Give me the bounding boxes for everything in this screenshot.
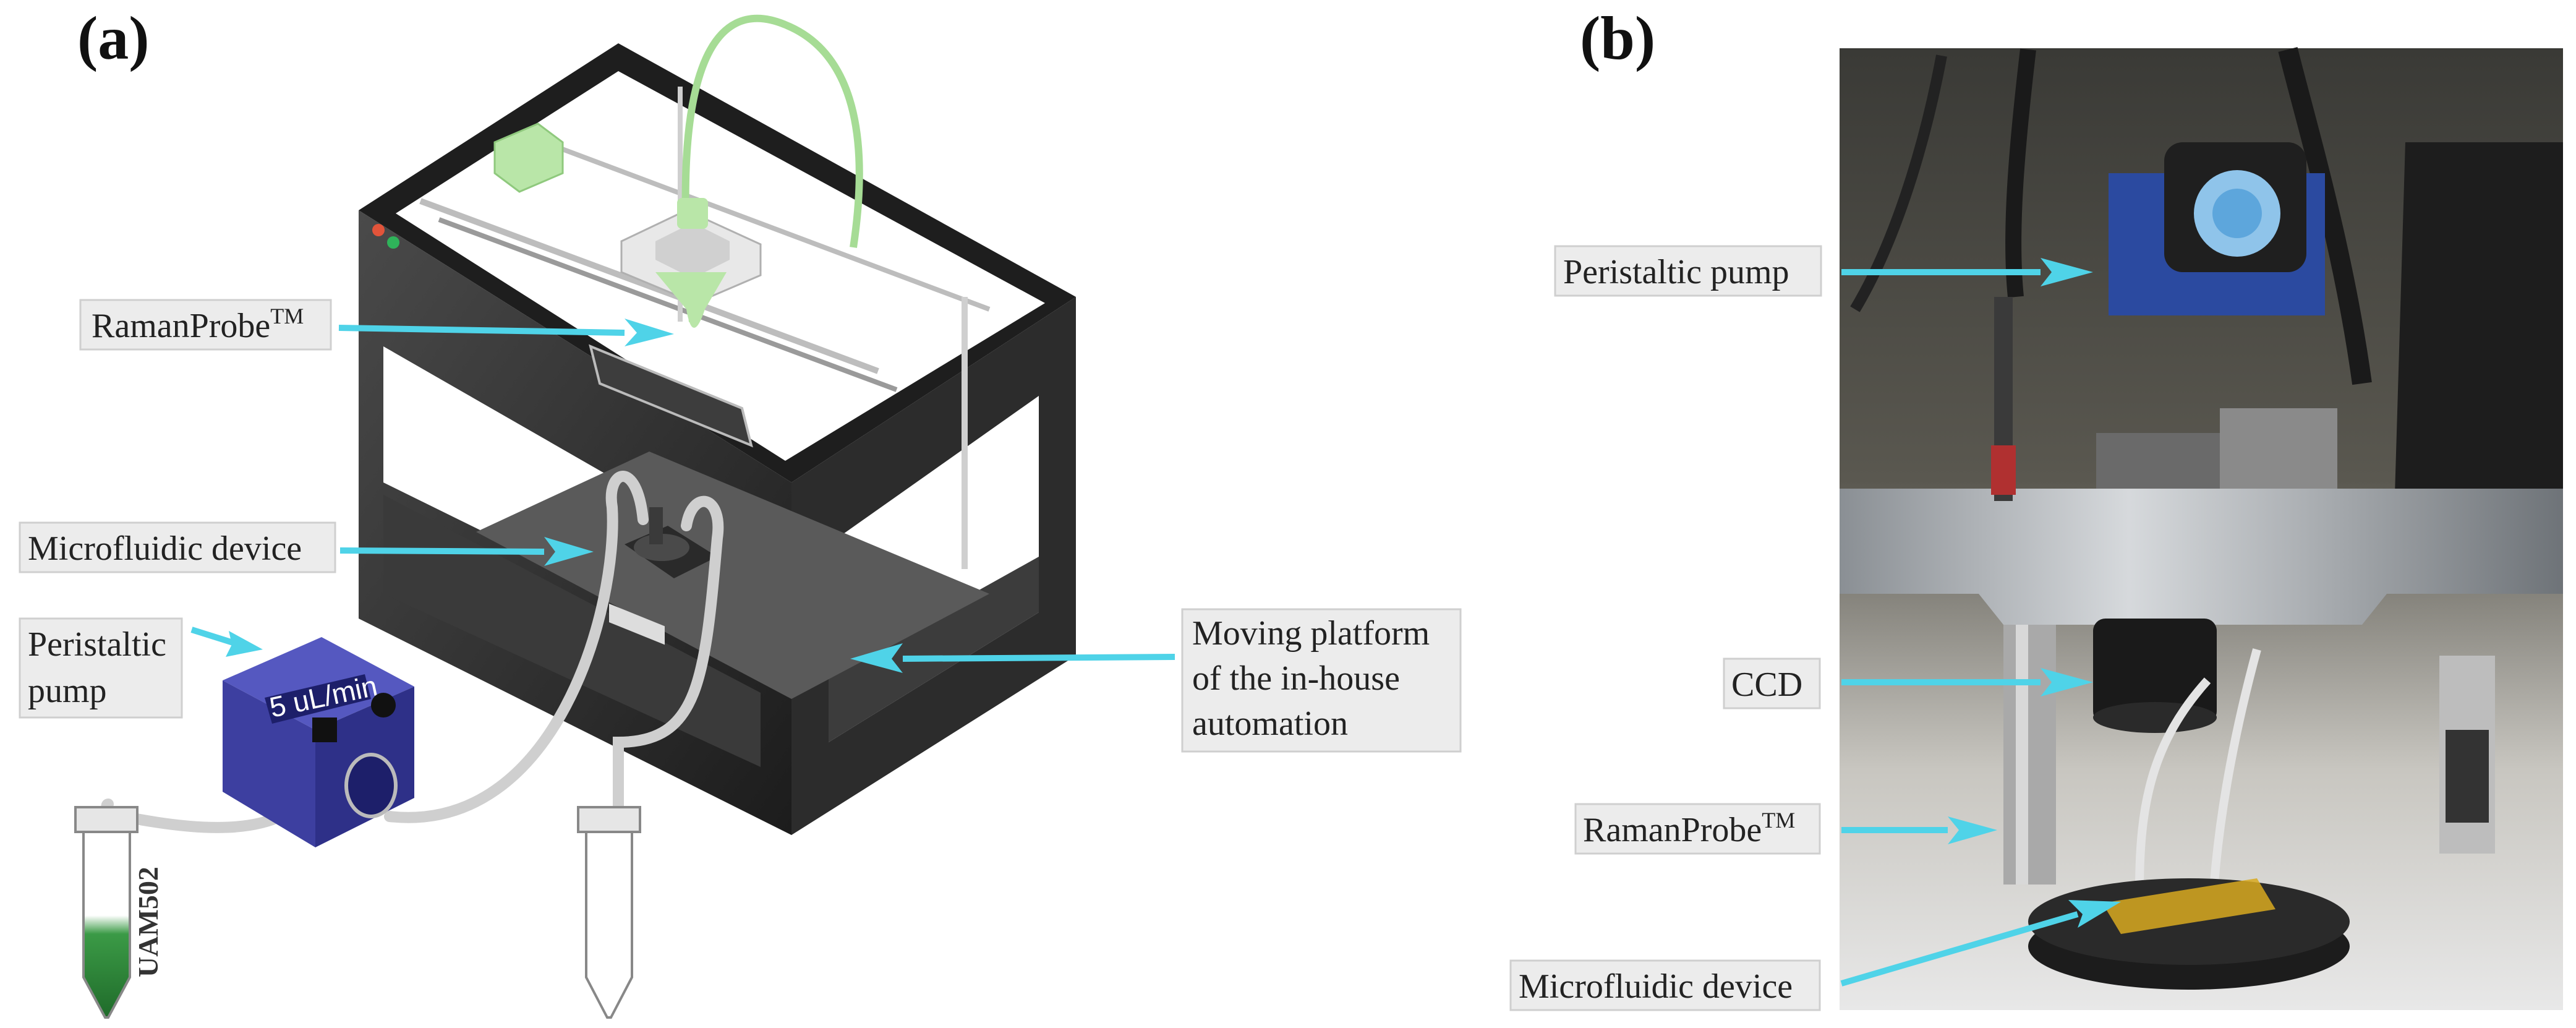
callout-pump-a-line2: pump [28,672,107,710]
falcon-tube-icon-left: UAM502 [74,806,164,1019]
callout-pump-b-text: Peristaltic pump [1563,253,1789,291]
arrow-pump-a [190,627,263,657]
callout-ccd-b-text: CCD [1731,666,1802,704]
arrow-microfluidic-b [1840,900,2121,987]
arrow-raman-probe-b [1841,816,1997,844]
callout-raman-probe-a-tm: TM [270,304,304,328]
callout-microfluidic-b-text: Microfluidic device [1519,967,1793,1006]
arrow-microfluidic-a [339,537,594,566]
3d-printer-illustration [359,43,1076,835]
arrow-ccd-b [1841,668,2093,696]
setup-photograph [1840,47,2563,1010]
callout-raman-probe-b: RamanProbeTM [1574,803,1821,855]
panel-label-a: (a) [77,4,150,72]
callout-platform-a: Moving platform of the in-house automati… [1181,608,1462,753]
callout-microfluidic-b: Microfluidic device [1509,959,1821,1011]
svg-text:RamanProbeTM: RamanProbeTM [1583,808,1795,849]
callout-microfluidic-a-text: Microfluidic device [28,529,302,568]
panel-label-b: (b) [1580,4,1655,72]
callout-pump-a-line1: Peristaltic [28,625,166,664]
callout-ccd-b: CCD [1723,657,1821,709]
raman-probe-head [620,14,863,328]
callout-platform-a-line3: automation [1192,705,1348,743]
arrow-raman-probe-a [338,319,674,346]
callout-raman-probe-a-text: RamanProbe [92,307,270,345]
svg-text:RamanProbeTM: RamanProbeTM [92,304,304,345]
falcon-tube-icon-right [577,806,641,1019]
peristaltic-pump-icon: 5 uL/min [223,637,414,847]
callout-platform-a-line2: of the in-house [1192,659,1400,698]
tube-label: UAM502 [132,867,164,977]
arrow-pump-b [1841,258,2093,286]
callout-microfluidic-a: Microfluidic device [19,521,336,573]
arrow-platform-a [850,643,1175,673]
callout-pump-a: Peristaltic pump [19,617,183,719]
callout-raman-probe-b-text: RamanProbe [1583,811,1762,849]
callout-raman-probe-b-tm: TM [1762,808,1795,833]
microfluidic-device-a [625,507,717,578]
callout-raman-probe-a: RamanProbeTM [79,299,332,351]
callout-pump-b: Peristaltic pump [1554,245,1822,297]
callout-platform-a-line1: Moving platform [1192,614,1430,653]
